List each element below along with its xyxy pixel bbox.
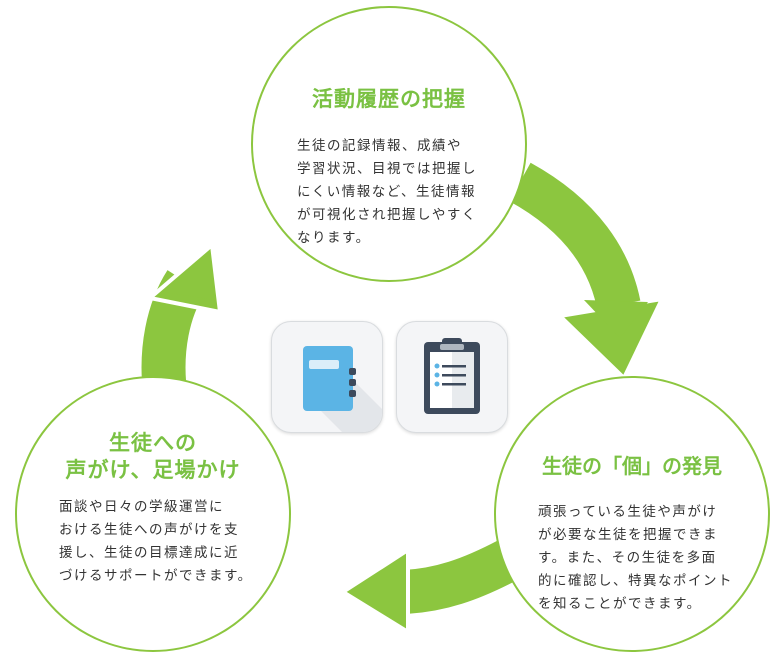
node-individual-discovery: 生徒の「個」の発見 頑張っている生徒や声がけ が必要な生徒を把握できま す。また…: [494, 376, 770, 652]
node-title: 生徒への 声がけ、足場かけ: [65, 431, 241, 482]
arrow-left-to-top: [141, 243, 222, 395]
node-activity-history: 活動履歴の把握 生徒の記録情報、成績や 学習状況、目視では把握し にくい情報など…: [251, 6, 527, 282]
node-description: 頑張っている生徒や声がけ が必要な生徒を把握できま す。また、その生徒を多面 的…: [538, 504, 733, 612]
notebook-icon: [271, 321, 383, 433]
node-description: 面談や日々の学級運営に おける生徒への声がけを支 援し、生徒の目標達成に近 づけ…: [59, 499, 253, 584]
clipboard-icon: [396, 321, 508, 433]
node-title: 生徒の「個」の発見: [542, 454, 722, 478]
node-description: 生徒の記録情報、成績や 学習状況、目視では把握し にくい情報など、生徒情報 が可…: [297, 138, 477, 246]
node-student-support: 生徒への 声がけ、足場かけ 面談や日々の学級運営に おける生徒への声がけを支 援…: [15, 376, 291, 652]
arrow-right-to-left: [341, 540, 519, 634]
arrow-top-to-right: [509, 162, 664, 380]
node-title: 活動履歴の把握: [312, 87, 466, 111]
